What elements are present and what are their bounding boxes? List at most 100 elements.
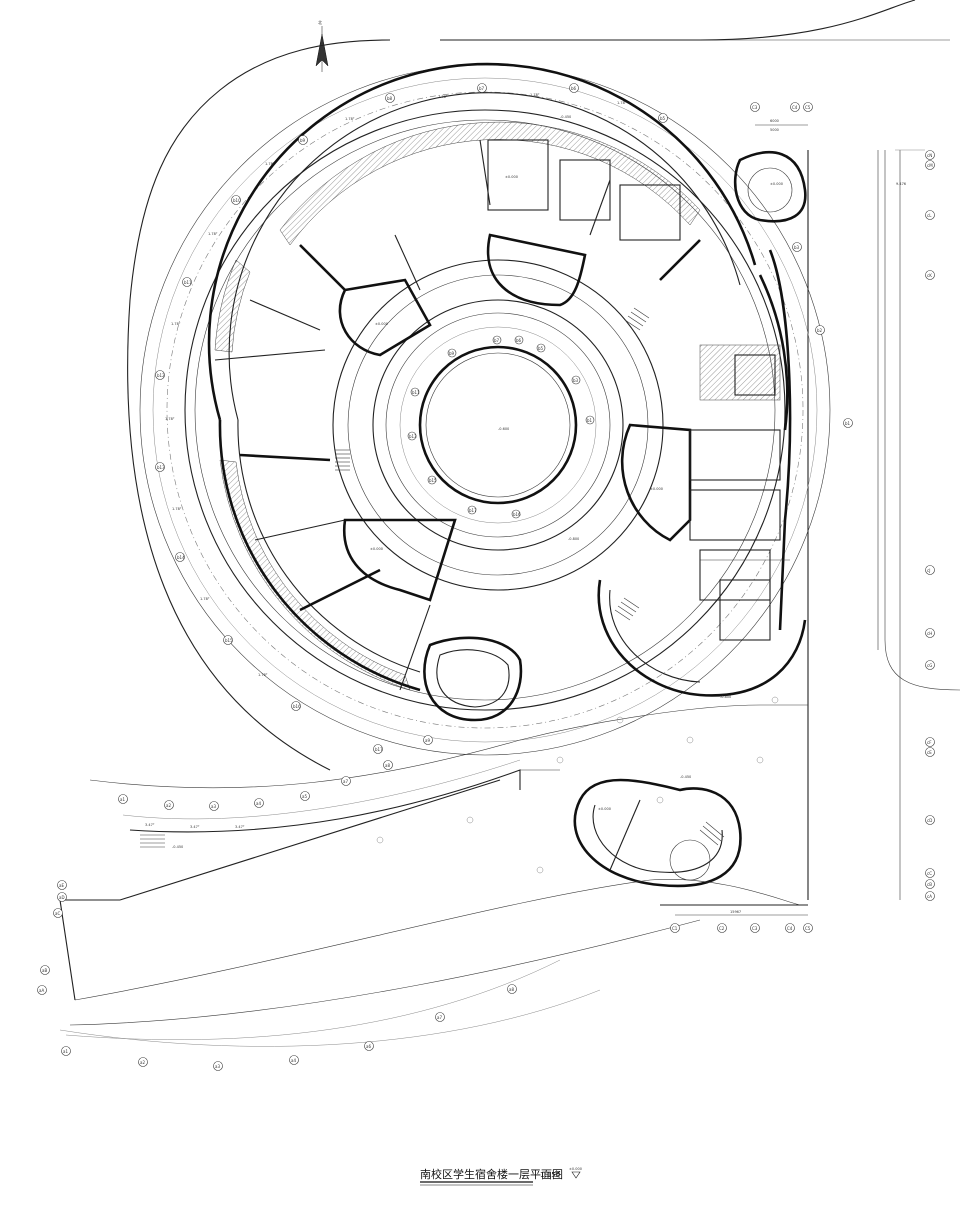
dim-arc: 1.78° (200, 597, 210, 601)
axis-label: cN (927, 153, 932, 158)
building-walls (207, 62, 789, 692)
axis-bubbles-left: aE aD aC aB aA (37, 880, 67, 995)
axis-label: b16 (513, 512, 521, 517)
room-outlines (338, 139, 692, 722)
axis-label: a1 (63, 1049, 68, 1054)
dim-arc: 1.78° (438, 95, 448, 99)
dim-arc: 1.78° (165, 417, 175, 421)
axis-label: a1 (120, 797, 125, 802)
axis-label: C5 (805, 105, 811, 110)
axis-label: b11 (184, 280, 192, 285)
axis-label: b13 (157, 465, 165, 470)
axis-label: C2 (719, 926, 725, 931)
elev-room: ±0.000 (770, 182, 783, 186)
north-label: 北 (318, 19, 322, 25)
axis-label: b12 (157, 373, 165, 378)
elev-stair: -0.450 (172, 845, 183, 849)
axis-label: b6 (516, 338, 522, 343)
elev-plaza: -0.800 (720, 695, 731, 699)
axis-label: b3 (794, 245, 800, 250)
axis-label: b1 (845, 421, 851, 426)
outer-corridor-hatch (279, 121, 701, 246)
dim-arc: 1.78° (617, 101, 627, 105)
elev-room: ±0.000 (598, 807, 611, 811)
axis-label: C5 (805, 926, 811, 931)
axis-label: a7 (437, 1015, 442, 1020)
dim-top-2: 5000 (770, 128, 779, 132)
axis-label: C3 (752, 926, 758, 931)
axis-label: aE (59, 883, 64, 888)
arc-dimensions: 1.78° 1.78° 1.78° 1.78° 1.78° 1.78° 1.78… (165, 93, 627, 677)
axis-label: a4 (291, 1058, 296, 1063)
axis-label: cF (927, 740, 932, 745)
axis-label: b17 (375, 747, 383, 752)
axis-label: a8 (385, 763, 390, 768)
dim-a-arc: 3.47° (145, 823, 155, 827)
dim-bottom: 15967 (730, 910, 741, 914)
axis-label: b2 (817, 328, 823, 333)
axis-label: b14 (177, 555, 185, 560)
dim-arc: 1.78° (530, 93, 540, 97)
axis-label: b9 (449, 351, 455, 356)
axis-label: C4 (787, 926, 793, 931)
axis-label: b1 (587, 418, 593, 423)
elev-outer: -0.450 (560, 115, 571, 119)
elev-room: ±0.000 (370, 547, 383, 551)
elev-courtyard: -0.600 (498, 427, 509, 431)
elev-room: ±0.000 (505, 175, 518, 179)
elevation-markers: -0.600 ±0.000 ±0.000 ±0.000 ±0.000 ±0.00… (172, 115, 783, 849)
axis-label: cL (927, 213, 932, 218)
axis-label: a4 (256, 801, 261, 806)
north-arrow-icon: 北 (315, 19, 329, 72)
axis-label: b7 (479, 86, 485, 91)
axis-label: b15 (225, 638, 233, 643)
axis-label: aC (55, 911, 60, 916)
axis-label: b17 (469, 508, 477, 513)
dim-arc: 1.78° (208, 232, 218, 236)
axis-label: cH (927, 631, 932, 636)
dim-arc: 1.78° (265, 162, 275, 166)
axis-label: aA (39, 988, 44, 993)
axis-bubbles-curve-a-lower: a1 a2 a3 a4 a6 a7 a8 (61, 959, 561, 1071)
axis-label: C3 (752, 105, 758, 110)
axis-label: cC (927, 871, 932, 876)
axis-label: C4 (792, 105, 798, 110)
dim-a-arc: 3.47° (235, 825, 245, 829)
axis-label: cE (927, 750, 932, 755)
axis-label: a6 (366, 1044, 371, 1049)
axis-label: b5 (660, 116, 666, 121)
axis-label: b9 (300, 138, 306, 143)
axis-label: cJ (927, 568, 930, 573)
dim-arc: 1.78° (171, 322, 181, 326)
right-wing (597, 150, 807, 697)
axis-label: b5 (538, 346, 544, 351)
axis-label: b7 (494, 338, 500, 343)
axis-label: a5 (302, 794, 307, 799)
dim-arc: 1.78° (172, 507, 182, 511)
left-corridor-hatch (219, 459, 411, 691)
axis-label: C1 (672, 926, 678, 931)
axis-bubbles-bottom-c: C1 C2 C3 C4 C5 15967 (670, 910, 813, 933)
dim-top-1: 6000 (770, 119, 779, 123)
site-road-edges (127, 0, 960, 900)
axis-bubbles-inner-b: b7 b6 b5 b3 b1 b9 b11 b13 b15 b17 b16 (407, 335, 595, 519)
planting-symbols (376, 696, 779, 874)
title-elevation: ±0.000 (569, 1167, 582, 1171)
axis-label: a8 (509, 987, 514, 992)
axis-label: b13 (409, 434, 417, 439)
axis-label: b6 (571, 86, 577, 91)
elev-outer: -0.450 (680, 775, 691, 779)
title-block: 南校区学生宿舍楼一层平面图 1:150 ±0.000 (420, 1167, 582, 1186)
axis-label: cG (927, 663, 932, 668)
axis-label: cD (927, 818, 932, 823)
drawing-title: 南校区学生宿舍楼一层平面图 (420, 1167, 563, 1181)
axis-bubbles-curve-a-upper: a1 a2 a3 a4 a5 a7 a8 a9 3.47° 3.47° 3.47… (118, 735, 521, 829)
axis-label: aD (59, 895, 65, 900)
axis-label: a2 (140, 1060, 145, 1065)
left-upper-hatch (214, 259, 251, 353)
axis-label: a3 (215, 1064, 220, 1069)
plaza-curves (59, 704, 808, 1047)
elev-plaza: -0.800 (568, 537, 579, 541)
drawing-scale: 1:150 (540, 1171, 560, 1179)
